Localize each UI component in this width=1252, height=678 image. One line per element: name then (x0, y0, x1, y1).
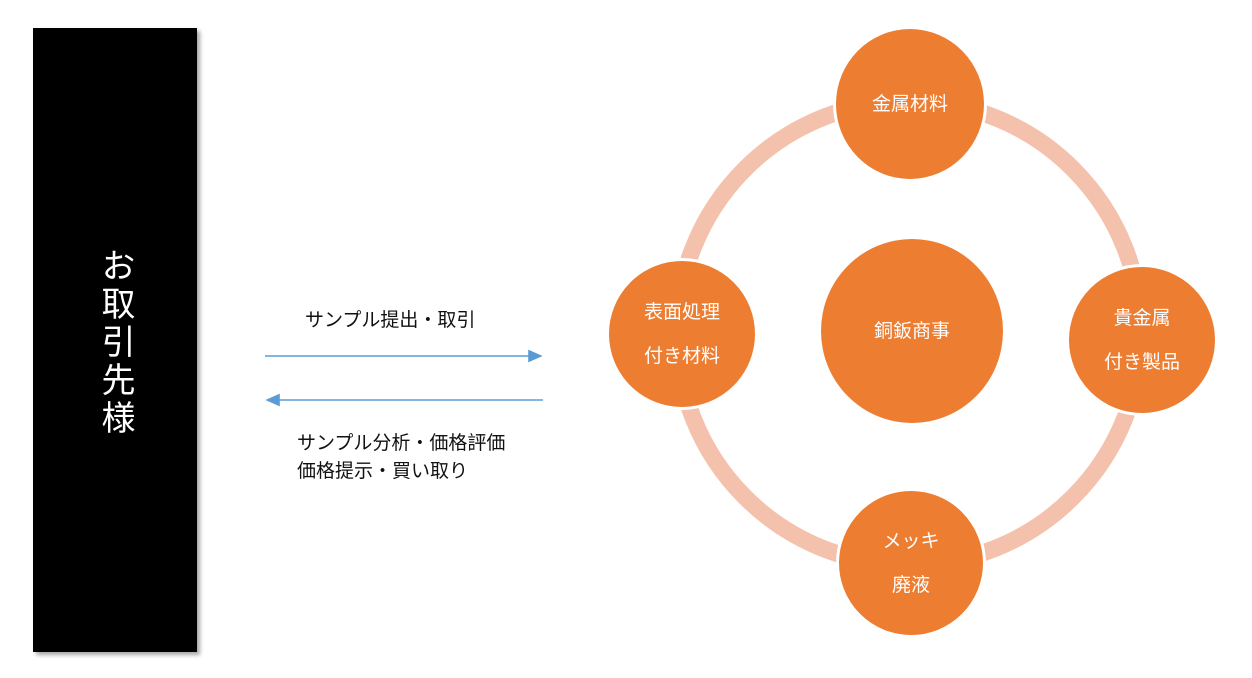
node-label: 付き材料 (643, 345, 720, 367)
node-plating-waste: メッキ 廃液 (836, 488, 986, 638)
node-precious-metal-products: 貴金属 付き製品 (1066, 264, 1218, 416)
node-label: 貴金属 (1113, 307, 1171, 329)
arrow-to-client-label-1: サンプル分析・価格評価 (297, 432, 506, 454)
node-label: 表面処理 (643, 301, 720, 323)
client-box: お取引先様 (33, 28, 197, 652)
arrow-to-company-label: サンプル提出・取引 (305, 309, 476, 331)
arrow-to-client-label-2: 価格提示・買い取り (297, 460, 469, 482)
node-label: 金属材料 (871, 93, 948, 115)
node-metal-materials: 金属材料 (833, 26, 987, 182)
client-label: お取引先様 (95, 248, 135, 438)
node-label: メッキ (882, 530, 940, 552)
node-label: 付き製品 (1103, 351, 1180, 373)
center-node-label: 銅鈑商事 (873, 320, 950, 342)
node-surface-treated-materials: 表面処理 付き材料 (606, 258, 758, 410)
center-node: 銅鈑商事 (818, 236, 1006, 426)
node-label: 廃液 (891, 574, 930, 596)
